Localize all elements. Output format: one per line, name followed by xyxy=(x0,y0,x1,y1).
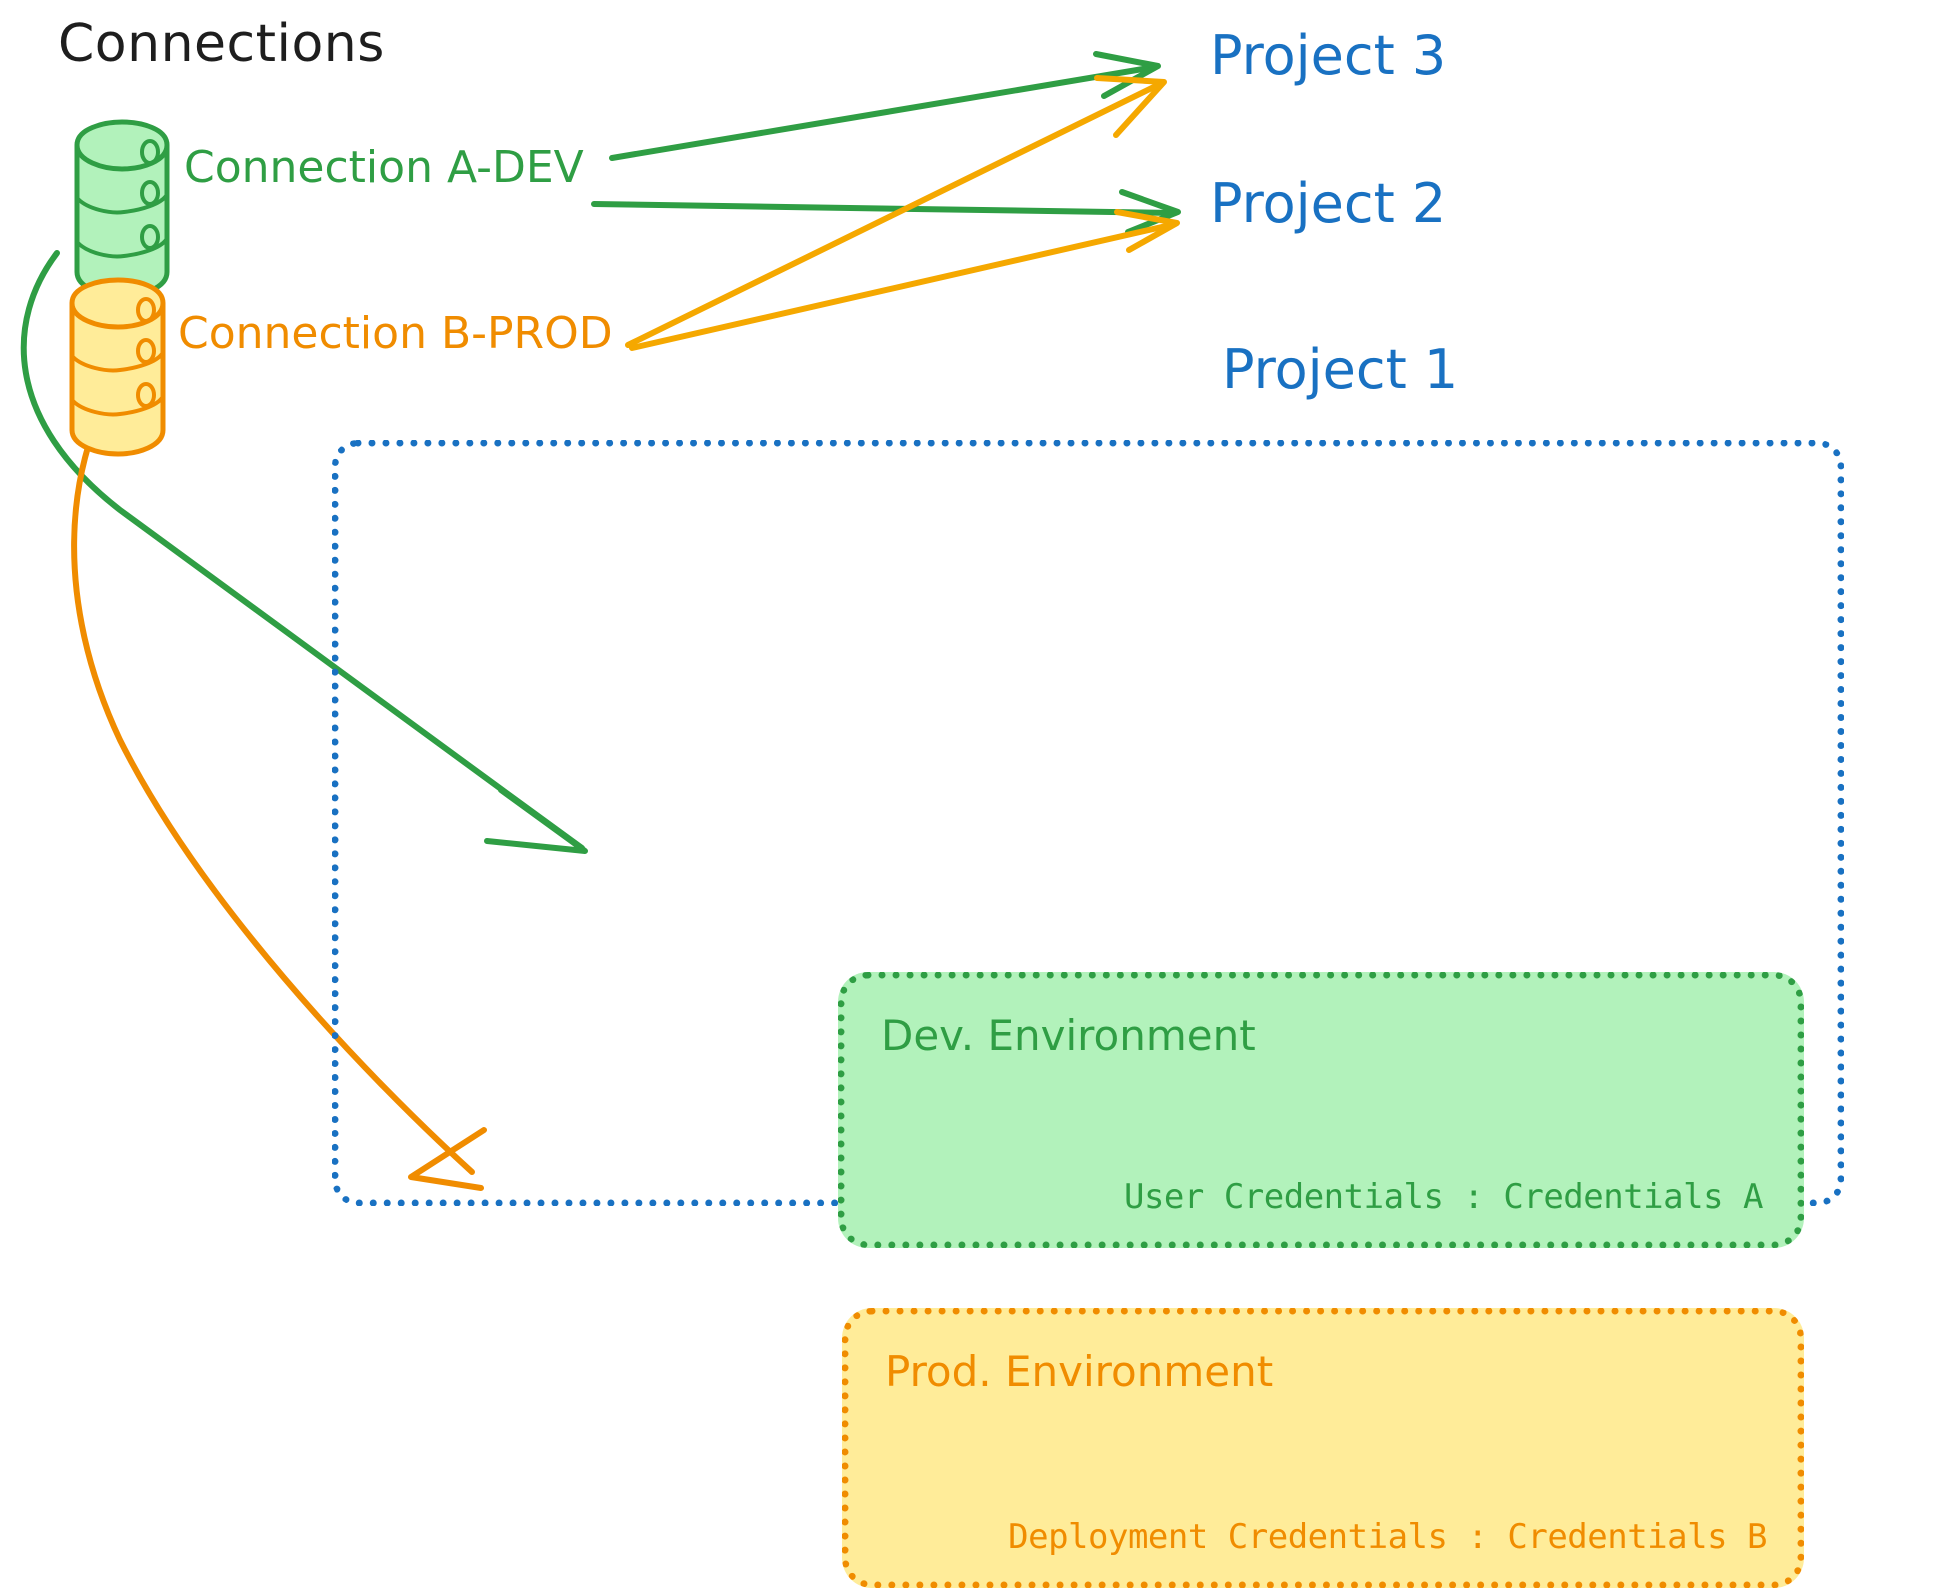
connection-a-label: Connection A-DEV xyxy=(184,142,584,193)
project-1-label: Project 1 xyxy=(1222,338,1459,401)
dev-environment-title: Dev. Environment xyxy=(881,1011,1256,1060)
project-3-label: Project 3 xyxy=(1210,24,1447,87)
database-icon-connection-b xyxy=(69,277,166,457)
edge-connection-a-to-project-2 xyxy=(591,189,1181,235)
edge-connection-a-to-dev-environment xyxy=(20,250,588,854)
prod-environment-title: Prod. Environment xyxy=(885,1347,1274,1396)
edge-connection-b-to-project-3 xyxy=(625,75,1167,348)
edges-layer xyxy=(20,51,1181,1191)
edge-connection-b-to-project-2 xyxy=(629,209,1180,351)
dev-environment-credentials: User Credentials : Credentials A xyxy=(1123,1177,1764,1217)
database-icon-connection-a xyxy=(74,119,170,299)
prod-environment-box: Prod. Environment Deployment Credentials… xyxy=(842,1308,1804,1588)
project-1-container: Dev. Environment User Credentials : Cred… xyxy=(332,440,1844,1588)
connection-b-label: Connection B-PROD xyxy=(178,308,613,359)
edge-connection-b-to-prod-environment xyxy=(71,385,487,1191)
edge-connection-a-to-project-3 xyxy=(609,51,1161,161)
prod-environment-credentials: Deployment Credentials : Credentials B xyxy=(1008,1517,1767,1557)
dev-environment-box: Dev. Environment User Credentials : Cred… xyxy=(838,972,1804,1248)
project-2-label: Project 2 xyxy=(1210,172,1447,235)
diagram-canvas: Connections Connection A-DEV Connection … xyxy=(20,14,1844,1588)
page-title: Connections xyxy=(58,14,385,74)
